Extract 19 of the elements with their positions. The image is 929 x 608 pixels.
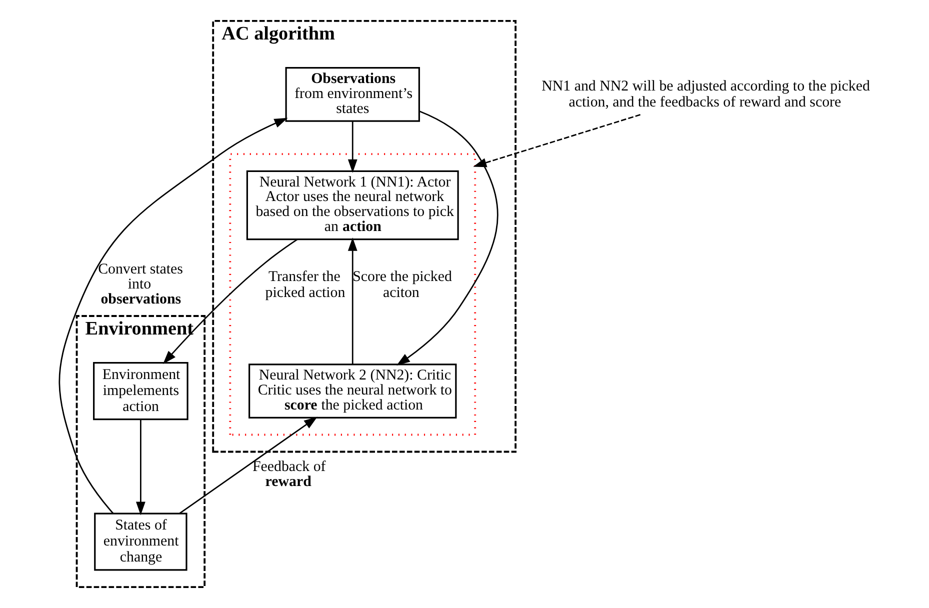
node-box: Neural Network 2 (NN2): Critic Critic uses the neural network to score the picked action	[248, 364, 456, 418]
node-box: Neural Network 1 (NN1): Actor Actor uses the neural network based on the observations to pick an action	[246, 170, 458, 240]
arrow	[347, 237, 357, 364]
node-box: States of environment change	[94, 512, 187, 571]
node-box: Environment impelements action	[92, 362, 188, 420]
arrow	[135, 419, 145, 516]
arrow	[178, 416, 317, 514]
edge-label: Transfer the picked action	[264, 269, 345, 302]
arrow	[396, 110, 498, 366]
node-box: Observations from environment’s states	[284, 67, 420, 122]
edge-label: Feedback of reward	[252, 459, 326, 490]
arrow	[58, 118, 288, 514]
edge-label: Score the picked aciton	[352, 269, 452, 302]
node-text: NN1 and NN2 will be adjusted according to the picked action, and the feedbacks of reward and score	[541, 78, 870, 110]
edge-label: Convert states into observations	[98, 262, 182, 308]
arrow	[162, 238, 298, 364]
cluster	[228, 153, 476, 436]
arrow	[472, 114, 640, 168]
arrow	[347, 121, 357, 173]
